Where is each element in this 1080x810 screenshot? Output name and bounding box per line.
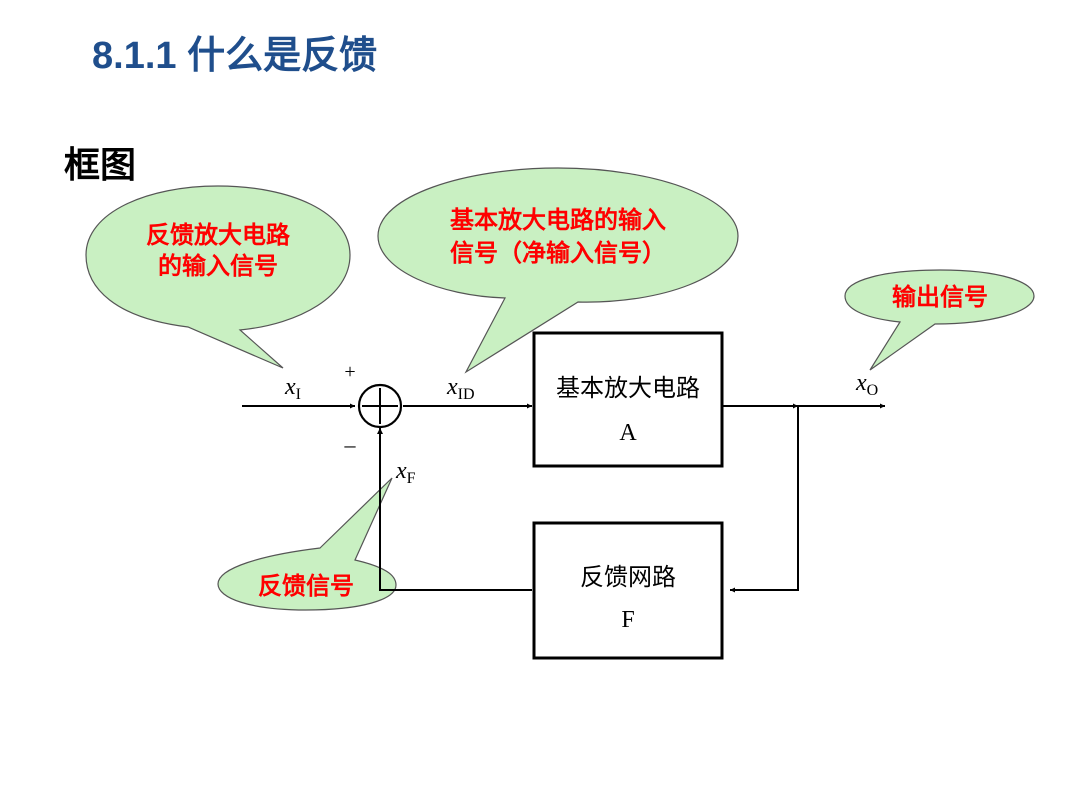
feedback-path-down — [730, 406, 799, 593]
feedback-network-block: 反馈网路 F — [532, 521, 724, 660]
plus-sign: + — [344, 361, 355, 383]
signal-label-output: xO — [855, 370, 878, 399]
amplifier-name: 基本放大电路 — [556, 375, 700, 402]
callout-text: 反馈信号 — [258, 572, 354, 600]
callout-text-line: 信号（净输入信号） — [450, 239, 666, 267]
feedback-network-symbol: F — [621, 607, 634, 633]
callout-output-signal: 输出信号 — [844, 269, 1035, 371]
minus-sign: – — [344, 432, 357, 457]
section-heading: 框图 — [64, 145, 137, 186]
signal-label-net-input: xID — [446, 374, 475, 403]
callout-text-line: 反馈放大电路 — [146, 221, 291, 249]
callout-text-line: 基本放大电路的输入 — [450, 206, 666, 234]
feedback-network-name: 反馈网路 — [580, 564, 676, 591]
callout-basic-amp-input: 基本放大电路的输入 信号（净输入信号） — [377, 167, 739, 374]
amplifier-symbol: A — [619, 420, 637, 446]
callout-feedback-amp-input: 反馈放大电路 的输入信号 — [85, 185, 351, 369]
page-title: 8.1.1 什么是反馈 — [92, 35, 378, 77]
callout-feedback-signal: 反馈信号 — [217, 477, 397, 611]
callout-text: 输出信号 — [892, 283, 988, 311]
signal-label-input: xI — [284, 374, 301, 403]
amplifier-block: 基本放大电路 A — [532, 331, 724, 468]
feedback-path-return — [377, 428, 532, 591]
summing-junction — [357, 383, 403, 429]
signal-label-feedback: xF — [395, 458, 416, 487]
callout-text-line: 的输入信号 — [158, 252, 278, 280]
